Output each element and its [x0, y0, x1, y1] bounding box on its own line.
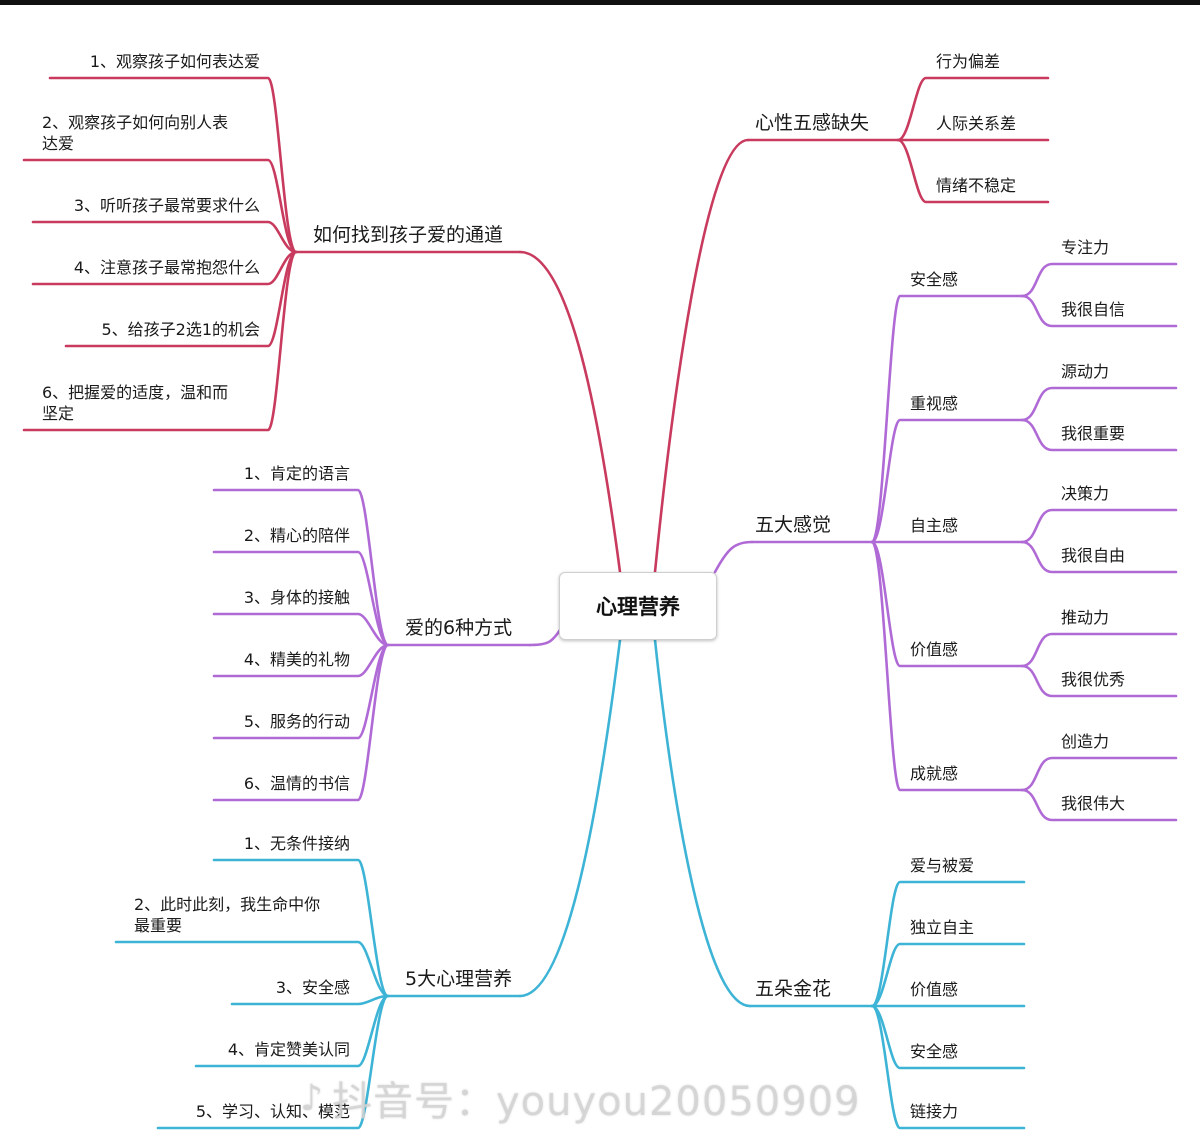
connector-five-feelings [713, 540, 754, 574]
leaf-line-five-senses-missing-3 [896, 138, 1050, 204]
leaf-five-feelings-3[interactable]: 自主感 [910, 516, 958, 535]
leaf-love-ways-3[interactable]: 3、身体的接触 [244, 588, 350, 607]
leaf-five-flowers-3[interactable]: 价值感 [910, 980, 958, 999]
subleaf-line-five-feelings-2-1 [1020, 386, 1178, 422]
leaf-love-ways-4[interactable]: 4、精美的礼物 [244, 650, 350, 669]
subleaf-five-feelings-4-2[interactable]: 我很优秀 [1061, 670, 1125, 689]
leaf-line-love-channel-6 [22, 250, 298, 432]
watermark-text: 抖音号：youyou20050909 [331, 1079, 861, 1125]
subleaf-five-feelings-1-2[interactable]: 我很自信 [1061, 300, 1125, 319]
leaf-love-channel-4[interactable]: 4、注意孩子最常抱怨什么 [74, 258, 260, 277]
leaf-love-channel-5[interactable]: 5、给孩子2选1的机会 [101, 320, 260, 339]
leaf-line-five-nutrition-5 [156, 994, 390, 1130]
leaf-five-flowers-2[interactable]: 独立自主 [910, 918, 974, 937]
branch-love-channel[interactable]: 如何找到孩子爱的通道 [313, 224, 503, 246]
leaf-line-five-feelings-1 [870, 294, 1024, 544]
subleaf-line-five-feelings-2-2 [1020, 418, 1178, 452]
leaf-line-love-channel-1 [48, 76, 298, 254]
subleaf-five-feelings-1-1[interactable]: 专注力 [1061, 238, 1109, 257]
leaf-line-love-ways-3 [212, 612, 390, 647]
connector-five-flowers [653, 638, 752, 1008]
subleaf-five-feelings-4-1[interactable]: 推动力 [1061, 608, 1109, 627]
leaf-love-channel-3[interactable]: 3、听听孩子最常要求什么 [74, 196, 260, 215]
leaf-five-nutrition-4[interactable]: 4、肯定赞美认同 [228, 1040, 350, 1059]
leaf-five-feelings-4[interactable]: 价值感 [910, 640, 958, 659]
top-edge-bar [0, 0, 1200, 5]
connector-five-nutrition [518, 638, 622, 998]
connector-love-ways [528, 628, 562, 647]
leaf-line-five-nutrition-1 [212, 858, 390, 998]
subleaf-line-five-feelings-1-2 [1020, 294, 1178, 328]
subleaf-line-five-feelings-4-2 [1020, 664, 1178, 698]
leaf-love-channel-1[interactable]: 1、观察孩子如何表达爱 [90, 52, 260, 71]
leaf-love-ways-6[interactable]: 6、温情的书信 [244, 774, 350, 793]
leaf-five-feelings-1[interactable]: 安全感 [910, 270, 958, 289]
leaf-line-love-ways-6 [212, 643, 390, 802]
leaf-line-love-channel-2 [22, 158, 298, 254]
subleaf-five-feelings-3-1[interactable]: 决策力 [1061, 484, 1109, 503]
branch-five-nutrition[interactable]: 5大心理营养 [405, 968, 512, 990]
leaf-five-senses-missing-3[interactable]: 情绪不稳定 [936, 176, 1016, 195]
branch-love-ways[interactable]: 爱的6种方式 [405, 617, 512, 639]
leaf-line-five-nutrition-3 [230, 994, 390, 1006]
leaf-five-feelings-5[interactable]: 成就感 [910, 764, 958, 783]
subleaf-five-feelings-3-2[interactable]: 我很自由 [1061, 546, 1125, 565]
leaf-line-five-flowers-2 [870, 942, 1026, 1008]
center-node[interactable]: 心理营养 [559, 572, 717, 640]
leaf-love-ways-1[interactable]: 1、肯定的语言 [244, 464, 350, 483]
leaf-five-flowers-4[interactable]: 安全感 [910, 1042, 958, 1061]
leaf-love-channel-6[interactable]: 6、把握爱的适度，温和而坚定 [42, 383, 228, 423]
subleaf-line-five-feelings-3-1 [1020, 508, 1178, 544]
leaf-five-flowers-1[interactable]: 爱与被爱 [910, 856, 974, 875]
leaf-five-nutrition-5[interactable]: 5、学习、认知、模范 [196, 1102, 350, 1121]
leaf-line-five-feelings-5 [870, 540, 1024, 792]
leaf-five-nutrition-3[interactable]: 3、安全感 [276, 978, 350, 997]
connector-five-senses-missing [653, 138, 750, 574]
subleaf-line-five-feelings-5-1 [1020, 756, 1178, 792]
leaf-line-love-channel-3 [31, 220, 298, 254]
branch-five-flowers[interactable]: 五朵金花 [755, 978, 831, 1000]
leaf-love-ways-5[interactable]: 5、服务的行动 [244, 712, 350, 731]
douyin-watermark: ♪ 抖音号：youyou20050909 [300, 1068, 861, 1128]
leaf-line-five-feelings-2 [870, 418, 1024, 544]
branch-five-senses-missing[interactable]: 心性五感缺失 [755, 112, 869, 134]
subleaf-five-feelings-2-2[interactable]: 我很重要 [1061, 424, 1125, 443]
leaf-line-five-feelings-4 [870, 540, 1024, 668]
subleaf-five-feelings-2-1[interactable]: 源动力 [1061, 362, 1109, 381]
leaf-love-ways-2[interactable]: 2、精心的陪伴 [244, 526, 350, 545]
leaf-five-feelings-2[interactable]: 重视感 [910, 394, 958, 413]
leaf-five-flowers-5[interactable]: 链接力 [910, 1102, 958, 1121]
subleaf-five-feelings-5-1[interactable]: 创造力 [1061, 732, 1109, 751]
branch-five-feelings[interactable]: 五大感觉 [755, 514, 831, 536]
leaf-line-love-ways-1 [212, 488, 390, 647]
subleaf-five-feelings-5-2[interactable]: 我很伟大 [1061, 794, 1125, 813]
leaf-line-five-senses-missing-1 [896, 76, 1050, 142]
subleaf-line-five-feelings-5-2 [1020, 788, 1178, 822]
connector-love-channel [518, 250, 622, 574]
leaf-line-five-flowers-5 [870, 1004, 1026, 1130]
tiktok-logo-icon: ♪ [300, 1077, 324, 1119]
leaf-five-nutrition-1[interactable]: 1、无条件接纳 [244, 834, 350, 853]
subleaf-line-five-feelings-4-1 [1020, 632, 1178, 668]
leaf-line-love-ways-2 [212, 550, 390, 647]
leaf-five-senses-missing-2[interactable]: 人际关系差 [936, 114, 1016, 133]
leaf-love-channel-2[interactable]: 2、观察孩子如何向别人表达爱 [42, 113, 228, 153]
leaf-line-five-flowers-1 [870, 880, 1026, 1008]
subleaf-line-five-feelings-1-1 [1020, 262, 1178, 298]
leaf-line-five-nutrition-2 [114, 940, 390, 998]
leaf-five-senses-missing-1[interactable]: 行为偏差 [936, 52, 1000, 71]
subleaf-line-five-feelings-3-2 [1020, 540, 1178, 574]
leaf-five-nutrition-2[interactable]: 2、此时此刻，我生命中你最重要 [134, 895, 320, 935]
